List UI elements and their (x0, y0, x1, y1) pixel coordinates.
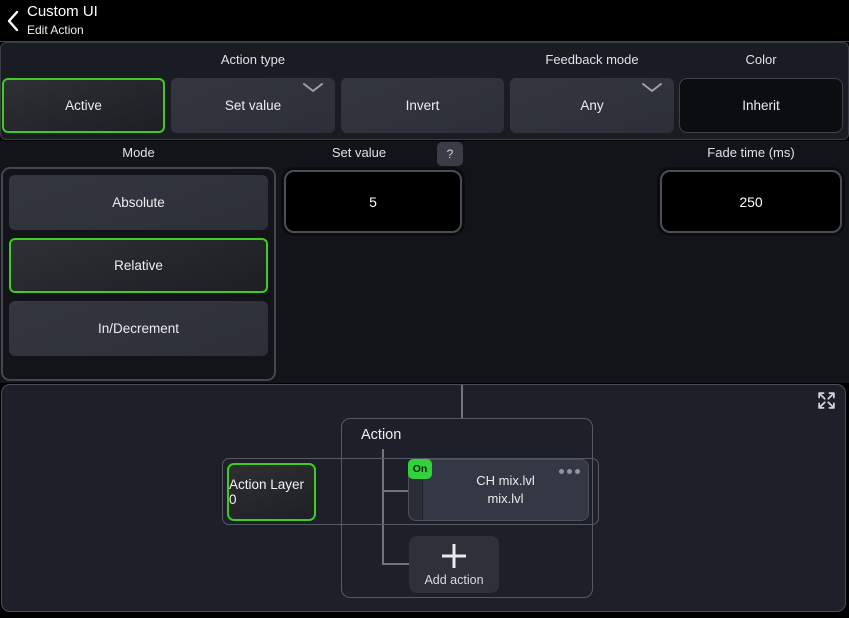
tree-trunk-line (382, 449, 384, 564)
page-title: Custom UI (27, 3, 98, 20)
chevron-down-icon (642, 83, 662, 92)
set-value-dropdown[interactable]: Set value (171, 78, 335, 133)
mode-option-absolute[interactable]: Absolute (9, 175, 268, 230)
tree-branch-line (382, 563, 409, 565)
invert-button[interactable]: Invert (341, 78, 504, 133)
feedback-mode-dropdown[interactable]: Any (510, 78, 674, 133)
action-layer-label: Action Layer 0 (229, 477, 305, 507)
fade-time-input[interactable]: 250 (660, 170, 842, 233)
add-action-button[interactable]: Add action (409, 536, 499, 593)
mode-option-label: Absolute (112, 195, 165, 210)
parameters-section: Mode Set value ? Fade time (ms) Absolute… (0, 141, 849, 383)
action-type-label: Action type (220, 52, 286, 67)
chevron-down-icon (303, 83, 323, 92)
tree-branch-line (382, 490, 408, 492)
action-group-label: Action (361, 427, 402, 443)
action-node-text: CH mix.lvl mix.lvl (423, 460, 588, 520)
feedback-mode-value: Any (580, 98, 604, 113)
mode-option-label: In/Decrement (97, 321, 180, 336)
on-badge[interactable]: On (408, 459, 432, 479)
mode-label: Mode (122, 145, 155, 160)
set-value-dropdown-label: Set value (224, 98, 282, 113)
action-row-outline (222, 458, 599, 525)
mode-option-relative[interactable]: Relative (9, 238, 268, 293)
expand-arrows-icon (818, 392, 835, 409)
active-button-label: Active (65, 98, 102, 113)
feedback-mode-label: Feedback mode (545, 52, 639, 67)
active-button[interactable]: Active (2, 78, 165, 133)
color-value: Inherit (742, 98, 780, 113)
mode-option-indecrement[interactable]: In/Decrement (9, 301, 268, 356)
color-label: Color (745, 52, 777, 67)
action-node-subtitle: mix.lvl (487, 491, 524, 506)
set-value-help-button[interactable]: ? (437, 142, 463, 166)
mode-option-label: Relative (114, 258, 163, 273)
invert-button-label: Invert (405, 98, 440, 113)
chevron-left-icon (7, 10, 19, 32)
fade-time-current: 250 (739, 193, 763, 210)
fade-time-label: Fade time (ms) (707, 145, 795, 160)
top-bar: Custom UI Edit Action (0, 0, 849, 42)
color-inherit-button[interactable]: Inherit (679, 78, 843, 133)
mode-options-group: Absolute Relative In/Decrement (1, 167, 276, 381)
action-group-box: Action (341, 418, 593, 598)
add-action-label: Add action (424, 573, 484, 587)
ellipsis-menu-icon[interactable] (559, 469, 580, 474)
back-button[interactable] (2, 8, 24, 34)
set-value-label: Set value (331, 145, 387, 160)
action-layer-node[interactable]: Action Layer 0 (227, 463, 316, 521)
action-node[interactable]: On CH mix.lvl mix.lvl (408, 459, 589, 521)
action-graph-panel: Action Action Layer 0 On CH mix.lvl mix.… (1, 384, 846, 612)
plus-icon (442, 544, 466, 568)
set-value-input[interactable]: 5 (284, 170, 462, 233)
fullscreen-button[interactable] (816, 390, 838, 412)
action-node-title: CH mix.lvl (476, 473, 535, 488)
action-type-panel: Action type Feedback mode Color Active S… (0, 42, 849, 140)
page-subtitle: Edit Action (27, 23, 84, 37)
entry-connector-line (461, 385, 463, 418)
set-value-current: 5 (369, 193, 377, 210)
